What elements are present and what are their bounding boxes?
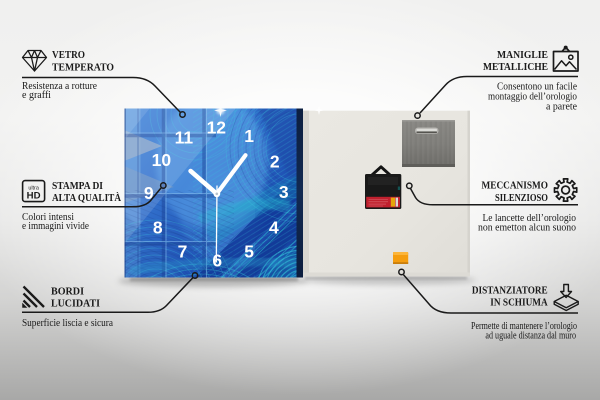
svg-text:STAMPA DI: STAMPA DI [52, 181, 103, 192]
svg-text:ultra: ultra [28, 185, 39, 191]
svg-text:METALLICHE: METALLICHE [483, 62, 548, 73]
svg-text:10: 10 [152, 150, 172, 170]
svg-text:ad uguale distanza dal muro: ad uguale distanza dal muro [485, 331, 576, 342]
svg-text:8: 8 [153, 218, 163, 238]
svg-text:MECCANISMO: MECCANISMO [482, 180, 549, 191]
svg-text:Colori intensi: Colori intensi [22, 212, 74, 223]
svg-text:7: 7 [178, 241, 188, 261]
svg-text:11: 11 [175, 128, 194, 148]
svg-text:TEMPERATO: TEMPERATO [52, 63, 114, 74]
svg-text:1: 1 [244, 126, 254, 146]
svg-text:VETRO: VETRO [52, 50, 85, 61]
svg-text:IN SCHIUMA: IN SCHIUMA [490, 297, 548, 308]
svg-text:montaggio dell’orologio: montaggio dell’orologio [488, 92, 577, 103]
svg-text:2: 2 [270, 151, 280, 171]
svg-text:e graffi: e graffi [22, 90, 51, 101]
svg-text:Superficie liscia e sicura: Superficie liscia e sicura [22, 318, 114, 329]
svg-text:9: 9 [144, 183, 154, 203]
svg-text:MANIGLIE: MANIGLIE [497, 50, 548, 61]
svg-text:Resistenza a rotture: Resistenza a rotture [22, 81, 98, 92]
svg-text:3: 3 [279, 182, 289, 202]
svg-text:4: 4 [269, 218, 279, 238]
svg-text:ALTA QUALITÀ: ALTA QUALITÀ [52, 192, 122, 204]
svg-text:SILENZIOSO: SILENZIOSO [495, 193, 548, 204]
svg-text:DISTANZIATORE: DISTANZIATORE [472, 286, 548, 297]
svg-text:Permette di mantenere l’orolog: Permette di mantenere l’orologio [471, 321, 577, 332]
svg-text:Le lancette dell’orologio: Le lancette dell’orologio [483, 213, 577, 224]
svg-text:e immagini vivide: e immagini vivide [22, 221, 90, 232]
svg-text:BORDI: BORDI [51, 286, 84, 297]
svg-text:LUCIDATI: LUCIDATI [51, 298, 100, 309]
svg-text:HD: HD [27, 191, 41, 202]
svg-text:5: 5 [244, 241, 254, 261]
svg-text:non emetton alcun suono: non emetton alcun suono [478, 223, 576, 234]
svg-text:6: 6 [212, 250, 222, 270]
svg-text:a parete: a parete [546, 102, 578, 113]
svg-text:12: 12 [207, 118, 227, 138]
svg-text:Consentono un facile: Consentono un facile [497, 82, 578, 93]
